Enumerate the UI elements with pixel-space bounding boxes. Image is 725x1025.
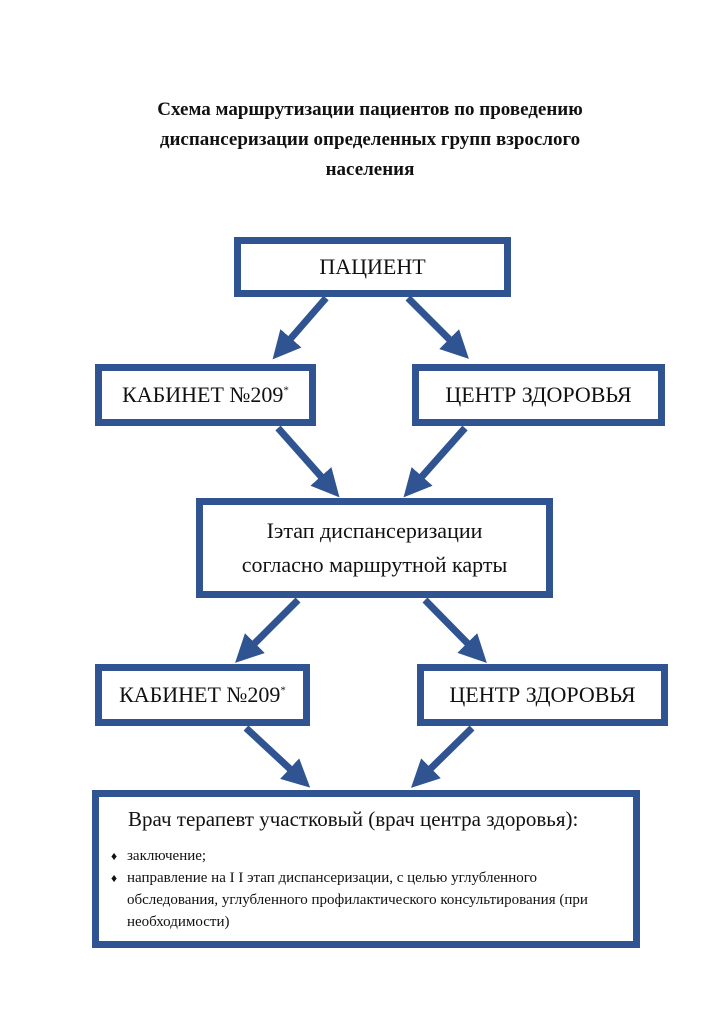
stage-one-box: Iэтап диспансеризации согласно маршрутно… bbox=[196, 498, 553, 598]
cabinet-text: КАБИНЕТ №209 bbox=[119, 682, 281, 707]
therapist-list: ♦ заключение; ♦ направление на I I этап … bbox=[111, 845, 631, 933]
cabinet-text: КАБИНЕТ №209 bbox=[122, 382, 284, 407]
footnote-mark: * bbox=[280, 684, 286, 697]
stage-one-line-2: согласно маршрутной карты bbox=[241, 552, 508, 577]
cabinet-label: КАБИНЕТ №209* bbox=[119, 682, 286, 708]
patient-box: ПАЦИЕНТ bbox=[234, 237, 511, 297]
health-center-box-bottom: ЦЕНТР ЗДОРОВЬЯ bbox=[417, 664, 668, 726]
diamond-bullet-icon: ♦ bbox=[111, 871, 118, 885]
stage-one-line-1: Iэтап диспансеризации bbox=[266, 518, 483, 543]
cabinet-209-box-top: КАБИНЕТ №209* bbox=[95, 364, 316, 426]
list-item-text: заключение; bbox=[127, 848, 207, 864]
therapist-box: Врач терапевт участковый (врач центра зд… bbox=[92, 790, 640, 948]
arrow-cabinet-to-doctor bbox=[243, 725, 311, 788]
diagram-title: Схема маршрутизации пациентов по проведе… bbox=[90, 95, 650, 185]
diamond-bullet-icon: ♦ bbox=[111, 849, 118, 863]
arrow-stage-to-cabinet bbox=[235, 597, 301, 663]
title-line-3: населения bbox=[325, 159, 415, 180]
arrow-stage-to-center bbox=[422, 597, 487, 663]
cabinet-label: КАБИНЕТ №209* bbox=[122, 382, 289, 408]
health-center-label: ЦЕНТР ЗДОРОВЬЯ bbox=[445, 382, 632, 407]
health-center-box-top: ЦЕНТР ЗДОРОВЬЯ bbox=[412, 364, 665, 426]
arrow-patient-to-center bbox=[405, 295, 469, 359]
arrow-center-to-doctor bbox=[411, 725, 475, 788]
arrow-cabinet-to-stage bbox=[275, 425, 340, 498]
arrow-center-to-stage bbox=[403, 425, 468, 498]
list-item-text: направление на I I этап диспансеризации,… bbox=[127, 870, 588, 930]
health-center-label: ЦЕНТР ЗДОРОВЬЯ bbox=[449, 682, 636, 707]
list-item: ♦ направление на I I этап диспансеризаци… bbox=[111, 867, 631, 933]
therapist-heading: Врач терапевт участковый (врач центра зд… bbox=[128, 807, 579, 831]
title-line-1: Схема маршрутизации пациентов по проведе… bbox=[157, 99, 583, 120]
list-item: ♦ заключение; bbox=[111, 845, 631, 867]
title-line-2: диспансеризации определенных групп взрос… bbox=[159, 129, 581, 150]
arrow-patient-to-cabinet bbox=[272, 295, 329, 360]
patient-label: ПАЦИЕНТ bbox=[319, 254, 426, 279]
cabinet-209-box-bottom: КАБИНЕТ №209* bbox=[95, 664, 310, 726]
footnote-mark: * bbox=[283, 384, 289, 397]
